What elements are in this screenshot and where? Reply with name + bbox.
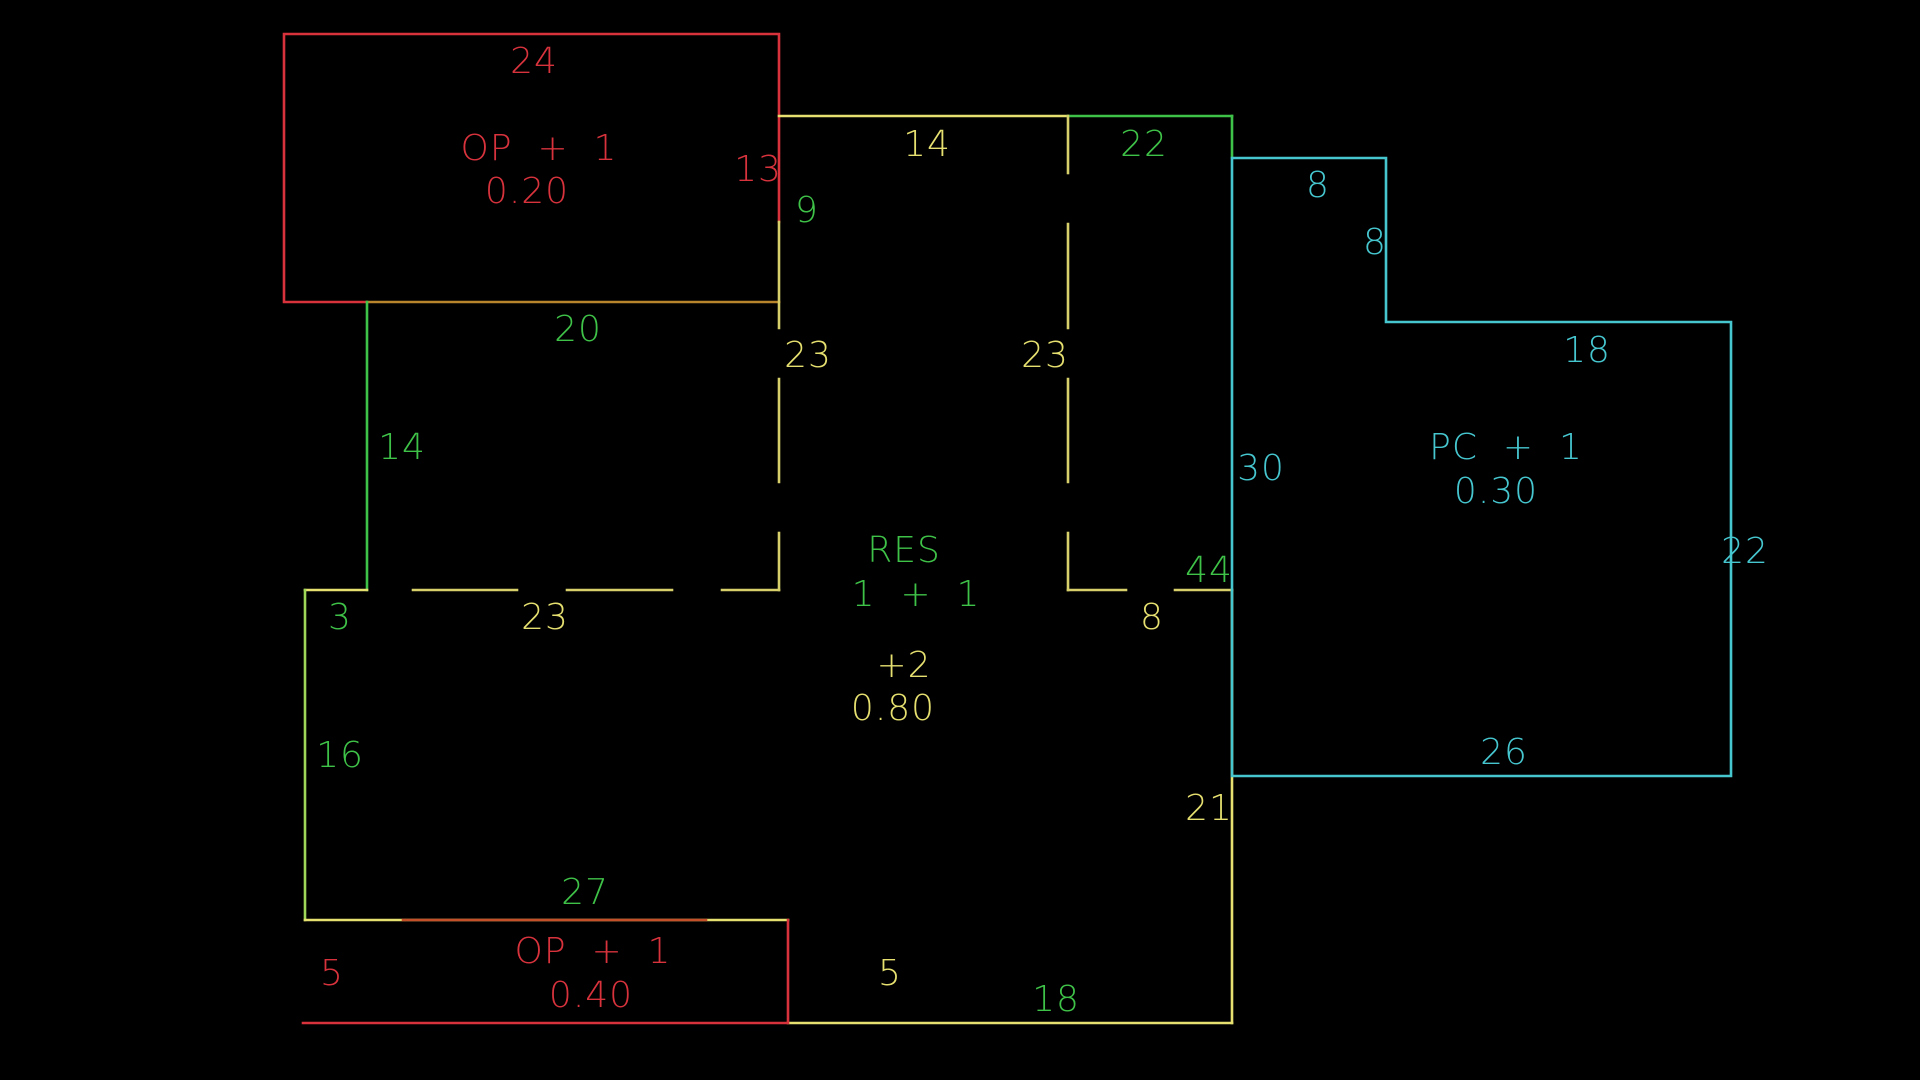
area-pc-factor: 0.30: [1454, 471, 1538, 512]
area-res-factor: 0.80: [851, 688, 935, 729]
area-res-code: RES: [867, 530, 941, 571]
dim-res-23-left-vert: 23: [784, 335, 832, 376]
dim-res-27: 27: [561, 872, 609, 913]
interior-dashed-walls: [411, 114, 1234, 592]
dim-res-21: 21: [1185, 788, 1233, 829]
dim-res-16: 16: [316, 735, 364, 776]
area-op-top-code: OP + 1: [461, 128, 618, 169]
dim-res-top-left: 14: [903, 124, 951, 165]
dim-res-9: 9: [795, 190, 819, 231]
dim-op-top-side: 13: [734, 149, 782, 190]
dim-res-23-right-vert: 23: [1021, 335, 1069, 376]
labels: 24 OP + 1 0.20 13 14 22 9 20 23 23 14 RE…: [316, 41, 1769, 1020]
dim-pc-22: 22: [1721, 531, 1769, 572]
dim-res-44: 44: [1185, 550, 1233, 591]
dim-op-bottom-5-right: 5: [878, 953, 902, 994]
area-res-line2: 1 + 1: [852, 574, 981, 615]
walls: [282, 32, 1733, 1025]
dim-pc-18: 18: [1563, 330, 1611, 371]
dim-res-20: 20: [554, 309, 602, 350]
op-bottom-wall[interactable]: [301, 918, 790, 1025]
dim-pc-30: 30: [1237, 448, 1285, 489]
area-op-bottom-factor: 0.40: [549, 975, 633, 1016]
area-op-top-factor: 0.20: [485, 171, 569, 212]
dim-pc-8-side: 8: [1363, 222, 1387, 263]
dim-res-14-vert: 14: [378, 427, 426, 468]
dim-res-top-right: 22: [1120, 124, 1168, 165]
op-top-wall[interactable]: [282, 32, 781, 304]
dim-op-top-width: 24: [510, 41, 558, 82]
dim-res-18-bottom: 18: [1032, 979, 1080, 1020]
dim-res-23-horiz: 23: [521, 597, 569, 638]
dim-op-bottom-5-left: 5: [320, 953, 344, 994]
area-pc-code: PC + 1: [1429, 427, 1583, 468]
pc-wall[interactable]: [1230, 156, 1733, 778]
dim-res-8: 8: [1140, 597, 1164, 638]
area-res-extra: +2: [876, 645, 931, 686]
area-op-bottom-code: OP + 1: [515, 931, 672, 972]
dim-pc-8-top: 8: [1306, 165, 1330, 206]
dim-res-3: 3: [328, 597, 352, 638]
dim-pc-26: 26: [1480, 732, 1528, 773]
